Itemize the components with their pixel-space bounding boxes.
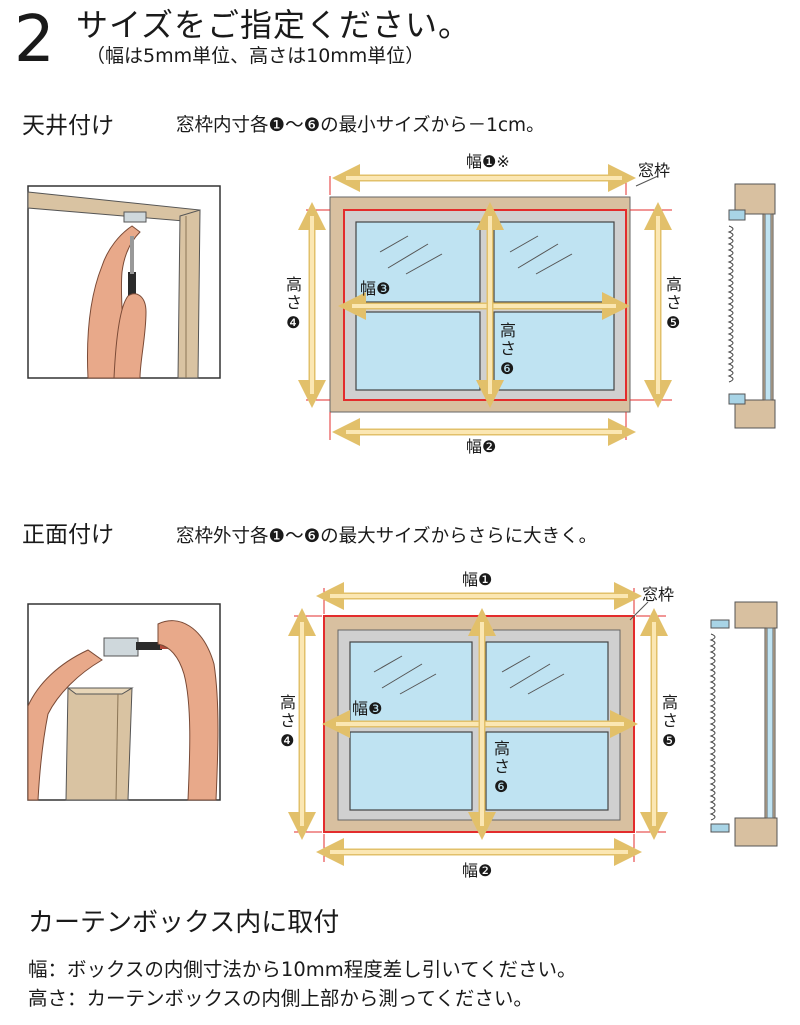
ceiling-height6-label-3: ❻: [500, 359, 514, 378]
front-description: 窓枠外寸各❶～❻の最大サイズからさらに大きく。: [176, 526, 598, 547]
front-height6-label-1: 高: [494, 739, 510, 758]
front-width2-label: 幅❷: [462, 861, 492, 880]
front-height4-label-3: ❹: [280, 731, 294, 750]
front-height6-label-2: さ: [494, 757, 510, 776]
front-frame-label: 窓枠: [642, 585, 674, 604]
curtain-box-heading: カーテンボックス内に取付: [28, 908, 340, 938]
ceiling-width2-label: 幅❷: [466, 437, 496, 456]
front-height4-label-1: 高: [280, 693, 296, 712]
front-heading: 正面付け: [22, 522, 114, 548]
ceiling-width1-label: 幅❶※: [466, 152, 510, 171]
ceiling-mount-illustration: [27, 185, 221, 379]
front-height5-label-3: ❺: [662, 731, 676, 750]
front-height5-label-2: さ: [662, 711, 678, 730]
ceiling-width3-label: 幅❸: [360, 279, 390, 298]
ceiling-window-diagram: 幅❶※ 窓枠 幅❸ 幅❷ 高 さ ❹ 高 さ ❺ 高 さ ❻: [286, 152, 682, 456]
front-height6-label-3: ❻: [494, 777, 508, 796]
ceiling-height5-label-2: さ: [666, 293, 682, 312]
ceiling-frame-label: 窓枠: [638, 161, 670, 180]
ceiling-height4-label-2: さ: [286, 293, 302, 312]
front-width3-label: 幅❸: [352, 699, 382, 718]
front-width1-label: 幅❶: [462, 570, 492, 589]
step-subtitle: （幅は5mm単位、高さは10mm単位）: [86, 45, 425, 67]
ceiling-height5-label-3: ❺: [666, 313, 680, 332]
front-height4-label-2: さ: [280, 711, 296, 730]
curtain-box-width-note: 幅：ボックスの内側寸法から10mm程度差し引いてください。: [28, 958, 577, 981]
front-window-diagram: 幅❶ 窓枠 幅❸ 幅❷ 高 さ ❹ 高 さ ❺ 高 さ ❻: [280, 570, 678, 880]
ceiling-height5-label-1: 高: [666, 275, 682, 294]
front-mount-illustration: [27, 603, 221, 801]
front-side-view: [709, 601, 778, 847]
step-title: サイズをご指定ください。: [76, 6, 472, 44]
ceiling-height6-label-1: 高: [500, 321, 516, 340]
ceiling-height6-label-2: さ: [500, 339, 516, 358]
ceiling-description: 窓枠内寸各❶～❻の最小サイズから－1cm。: [176, 115, 545, 136]
front-height5-label-1: 高: [662, 693, 678, 712]
ceiling-side-view: [727, 183, 776, 429]
curtain-box-height-note: 高さ：カーテンボックスの内側上部から測ってください。: [28, 987, 533, 1010]
ceiling-height4-label-1: 高: [286, 275, 302, 294]
step-number: 2: [14, 3, 55, 77]
ceiling-heading: 天井付け: [22, 113, 114, 139]
ceiling-height4-label-3: ❹: [286, 313, 300, 332]
